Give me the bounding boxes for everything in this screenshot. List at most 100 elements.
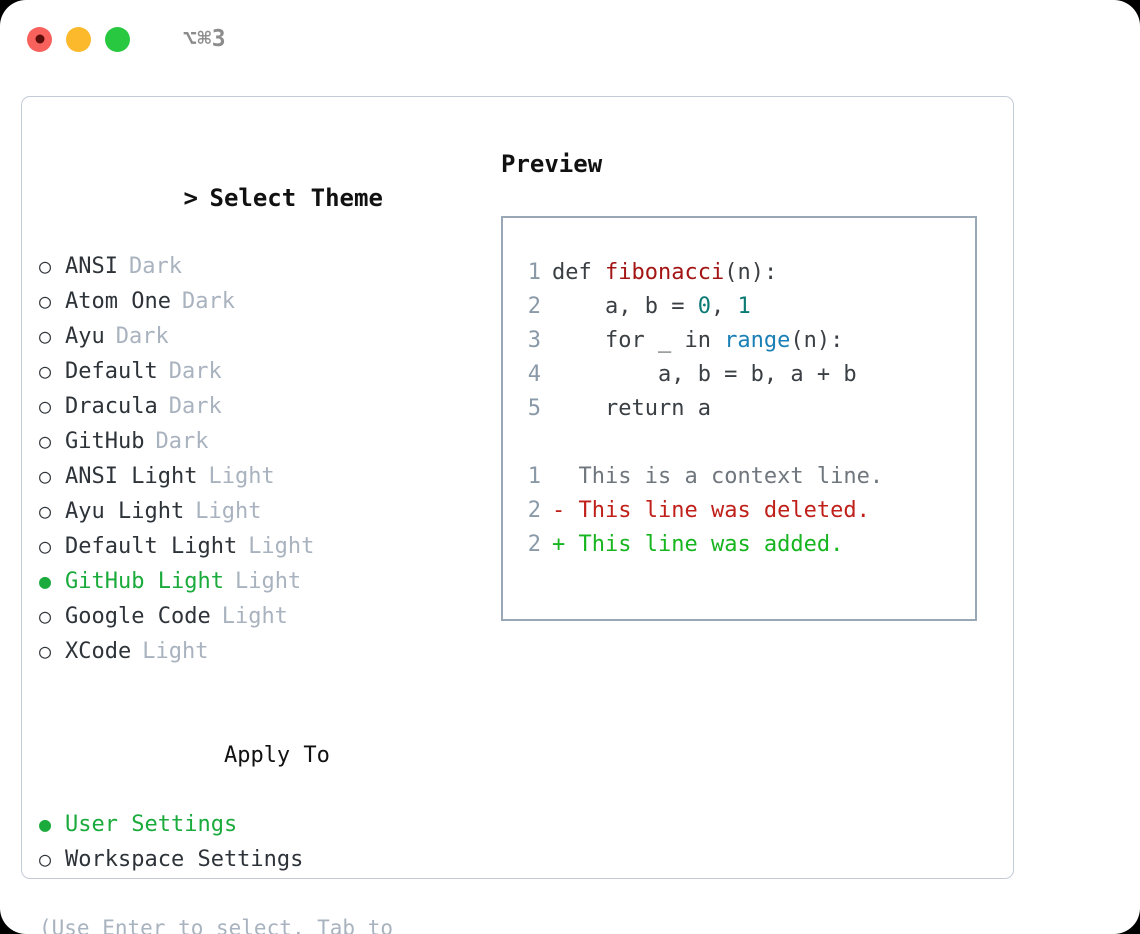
theme-variant-tag: Dark <box>181 289 235 314</box>
theme-option-default-dark[interactable]: ○ Default Dark <box>39 354 479 389</box>
diff-content: This is a context line. <box>578 464 884 489</box>
code-line: 3 for _ in range(n): <box>515 324 975 358</box>
theme-variant-tag: Dark <box>128 254 182 279</box>
diff-text <box>565 460 578 494</box>
theme-option-label: Ayu Light <box>65 499 185 524</box>
code-token-plain: a, b = <box>552 294 698 319</box>
code-content: a, b = b, a + b <box>552 358 857 392</box>
apply-to-option-workspace-settings[interactable]: ○ Workspace Settings <box>39 842 479 877</box>
radio-unselected-icon[interactable]: ○ <box>39 289 52 313</box>
code-content: for _ in range(n): <box>552 324 843 358</box>
select-theme-heading-label: Select Theme <box>209 184 383 212</box>
radio-unselected-icon[interactable]: ○ <box>39 499 52 523</box>
diff-line-context: 1 This is a context line. <box>515 460 975 494</box>
select-theme-heading: > Select Theme <box>39 147 479 249</box>
theme-option-label: Dracula <box>65 394 158 419</box>
code-token-plain: a, b = b, a + b <box>552 362 857 387</box>
code-line: 4 a, b = b, a + b <box>515 358 975 392</box>
theme-variant-tag: Dark <box>115 324 169 349</box>
line-number: 1 <box>527 260 541 285</box>
radio-unselected-icon[interactable]: ○ <box>39 604 52 628</box>
apply-to-heading: Apply To <box>39 705 479 807</box>
minimize-button-icon[interactable] <box>66 26 91 52</box>
apply-to-option-user-settings[interactable]: ● User Settings <box>39 807 479 842</box>
code-line: 5 return a <box>515 392 975 426</box>
radio-unselected-icon[interactable]: ○ <box>39 254 52 278</box>
theme-option-ansi-light[interactable]: ○ ANSI Light Light <box>39 459 479 494</box>
theme-option-ayu-light[interactable]: ○ Ayu Light Light <box>39 494 479 529</box>
diff-text <box>565 528 578 562</box>
line-number: 3 <box>527 328 541 353</box>
code-token-keyword: for _ in <box>552 328 725 353</box>
theme-option-list[interactable]: ○ ANSI Dark ○ Atom One Dark ○ Ayu Dark <box>39 249 479 669</box>
theme-option-label: GitHub <box>65 429 145 454</box>
theme-variant-tag: Light <box>234 569 302 594</box>
theme-option-ansi-dark[interactable]: ○ ANSI Dark <box>39 249 479 284</box>
maximize-button-icon[interactable] <box>105 26 130 52</box>
code-token-number: 1 <box>737 294 751 319</box>
theme-option-label: XCode <box>65 639 132 664</box>
line-number: 2 <box>527 294 541 319</box>
preview-column: Preview 1 def fibonacci(n): 2 a, b = 0, … <box>501 147 1001 621</box>
apply-to-option-label: Workspace Settings <box>65 847 304 872</box>
radio-selected-icon[interactable]: ● <box>39 812 52 836</box>
preview-code-box: 1 def fibonacci(n): 2 a, b = 0, 1 3 for … <box>501 216 977 621</box>
line-number: 4 <box>527 362 541 387</box>
main-panel: > Select Theme ○ ANSI Dark ○ Atom One Dar… <box>21 96 1014 934</box>
theme-variant-tag: Light <box>142 639 209 664</box>
radio-selected-icon[interactable]: ● <box>39 569 52 593</box>
diff-sign: + <box>552 532 566 557</box>
theme-variant-tag: Dark <box>168 394 222 419</box>
code-token-plain: (n): <box>724 260 778 285</box>
preview-heading: Preview <box>501 150 603 178</box>
code-token-plain: , <box>710 294 738 319</box>
theme-option-dracula-dark[interactable]: ○ Dracula Dark <box>39 389 479 424</box>
radio-unselected-icon[interactable]: ○ <box>39 534 52 558</box>
traffic-light-buttons <box>27 26 130 52</box>
keyboard-hint-text: (Use Enter to select, Tab to change focu… <box>39 916 394 934</box>
theme-option-label: GitHub Light <box>65 569 224 594</box>
radio-unselected-icon[interactable]: ○ <box>39 429 52 453</box>
apply-to-heading-label: Apply To <box>223 743 330 768</box>
code-content: a, b = 0, 1 <box>552 290 751 324</box>
radio-unselected-icon[interactable]: ○ <box>39 359 52 383</box>
radio-unselected-icon[interactable]: ○ <box>39 639 52 663</box>
theme-option-label: Default Light <box>65 534 238 559</box>
diff-content: This line was deleted. <box>578 498 870 523</box>
code-token-keyword: def <box>552 260 605 285</box>
theme-variant-tag: Light <box>195 499 262 524</box>
close-button-icon[interactable] <box>27 26 52 52</box>
code-token-plain: (n): <box>790 328 844 353</box>
code-token-function: fibonacci <box>604 260 725 285</box>
radio-unselected-icon[interactable]: ○ <box>39 324 52 348</box>
caret-marker-icon: > <box>183 184 198 212</box>
radio-unselected-icon[interactable]: ○ <box>39 464 52 488</box>
theme-option-github-dark[interactable]: ○ GitHub Dark <box>39 424 479 459</box>
theme-option-xcode-light[interactable]: ○ XCode Light <box>39 634 479 669</box>
theme-option-atom-one-dark[interactable]: ○ Atom One Dark <box>39 284 479 319</box>
line-number: 1 <box>527 464 541 489</box>
diff-line-added: 2 + This line was added. <box>515 528 975 562</box>
radio-unselected-icon[interactable]: ○ <box>39 847 52 871</box>
theme-option-label: Ayu <box>65 324 105 349</box>
diff-line-deleted: 2 - This line was deleted. <box>515 494 975 528</box>
theme-option-label: Atom One <box>65 289 171 314</box>
code-token-number: 0 <box>697 294 711 319</box>
theme-option-ayu-dark[interactable]: ○ Ayu Dark <box>39 319 479 354</box>
theme-variant-tag: Dark <box>155 429 209 454</box>
theme-option-label: ANSI Light <box>65 464 198 489</box>
theme-option-label: Default <box>65 359 158 384</box>
theme-option-github-light[interactable]: ● GitHub Light Light <box>39 564 479 599</box>
apply-to-section: Apply To ● User Settings ○ Workspace Set… <box>39 705 479 877</box>
theme-option-default-light[interactable]: ○ Default Light Light <box>39 529 479 564</box>
radio-unselected-icon[interactable]: ○ <box>39 394 52 418</box>
theme-option-google-code-light[interactable]: ○ Google Code Light <box>39 599 479 634</box>
theme-variant-tag: Light <box>208 464 275 489</box>
diff-sign <box>552 460 565 494</box>
code-content: def fibonacci(n): <box>552 256 777 290</box>
line-number: 2 <box>527 532 541 557</box>
line-number: 2 <box>527 498 541 523</box>
code-token-builtin: range <box>724 328 791 353</box>
diff-sign: - <box>552 498 566 523</box>
